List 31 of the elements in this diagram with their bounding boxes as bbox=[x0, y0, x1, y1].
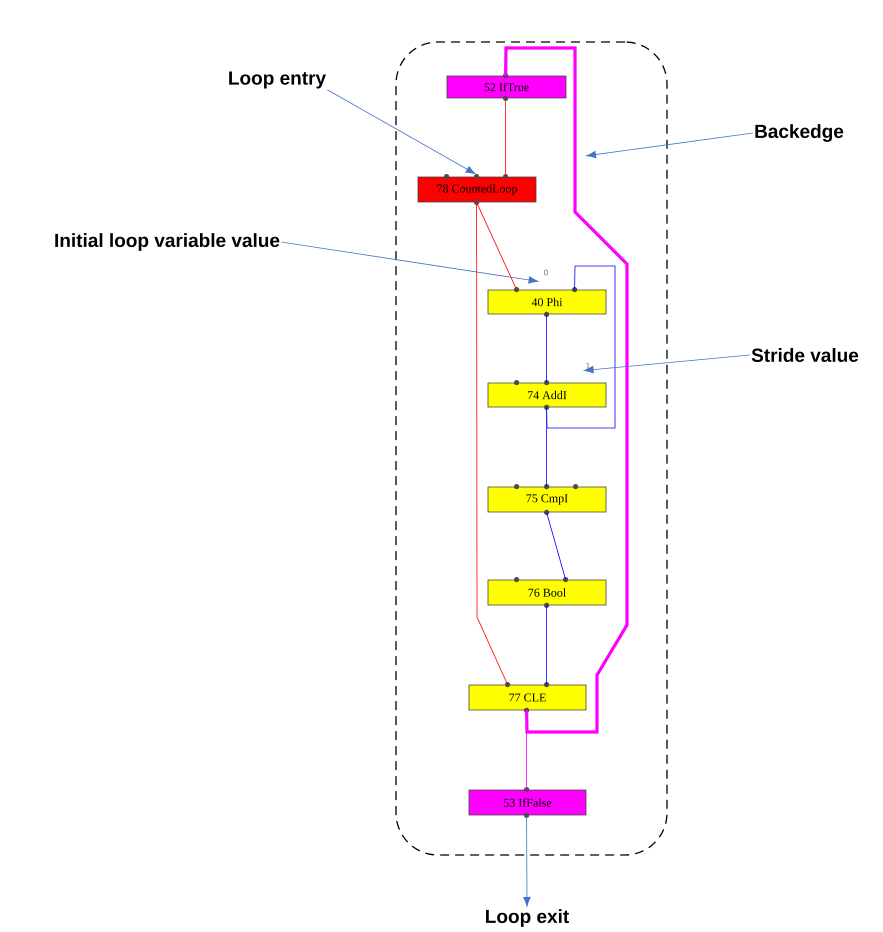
node-box: 75 CmpI bbox=[488, 484, 606, 515]
annotation: Stride value bbox=[752, 348, 858, 362]
arrow bbox=[584, 354, 750, 374]
connector bbox=[504, 46, 629, 734]
node-box: 78 CountedLoop bbox=[418, 174, 536, 205]
node-box: 53 IfFalse bbox=[468, 787, 586, 818]
port-number: 1 bbox=[586, 362, 590, 368]
node-box: 52 IfTrue bbox=[446, 73, 566, 101]
node-box: 40 Phi bbox=[488, 287, 606, 317]
arrow bbox=[280, 242, 538, 284]
connector bbox=[546, 407, 547, 487]
annotation: Loop exit bbox=[486, 909, 569, 927]
connector bbox=[526, 710, 527, 790]
node-box: 74 AddI bbox=[488, 380, 606, 410]
node-box: 77 CLE bbox=[468, 682, 586, 713]
node-box: 76 Bool bbox=[488, 577, 606, 608]
connector bbox=[505, 98, 506, 178]
connector bbox=[546, 605, 547, 685]
connector bbox=[476, 202, 517, 290]
loop-region bbox=[395, 41, 668, 856]
port-number: 0 bbox=[544, 270, 548, 276]
arrow bbox=[523, 815, 531, 907]
connector bbox=[546, 314, 547, 383]
arrow bbox=[326, 89, 476, 174]
connector bbox=[546, 266, 616, 428]
annotation: Initial loop variable value bbox=[55, 233, 280, 251]
connector bbox=[476, 202, 508, 685]
annotation: Backedge bbox=[755, 124, 844, 142]
annotation: Loop entry bbox=[229, 72, 326, 88]
arrow bbox=[586, 132, 754, 158]
connector bbox=[546, 512, 566, 580]
